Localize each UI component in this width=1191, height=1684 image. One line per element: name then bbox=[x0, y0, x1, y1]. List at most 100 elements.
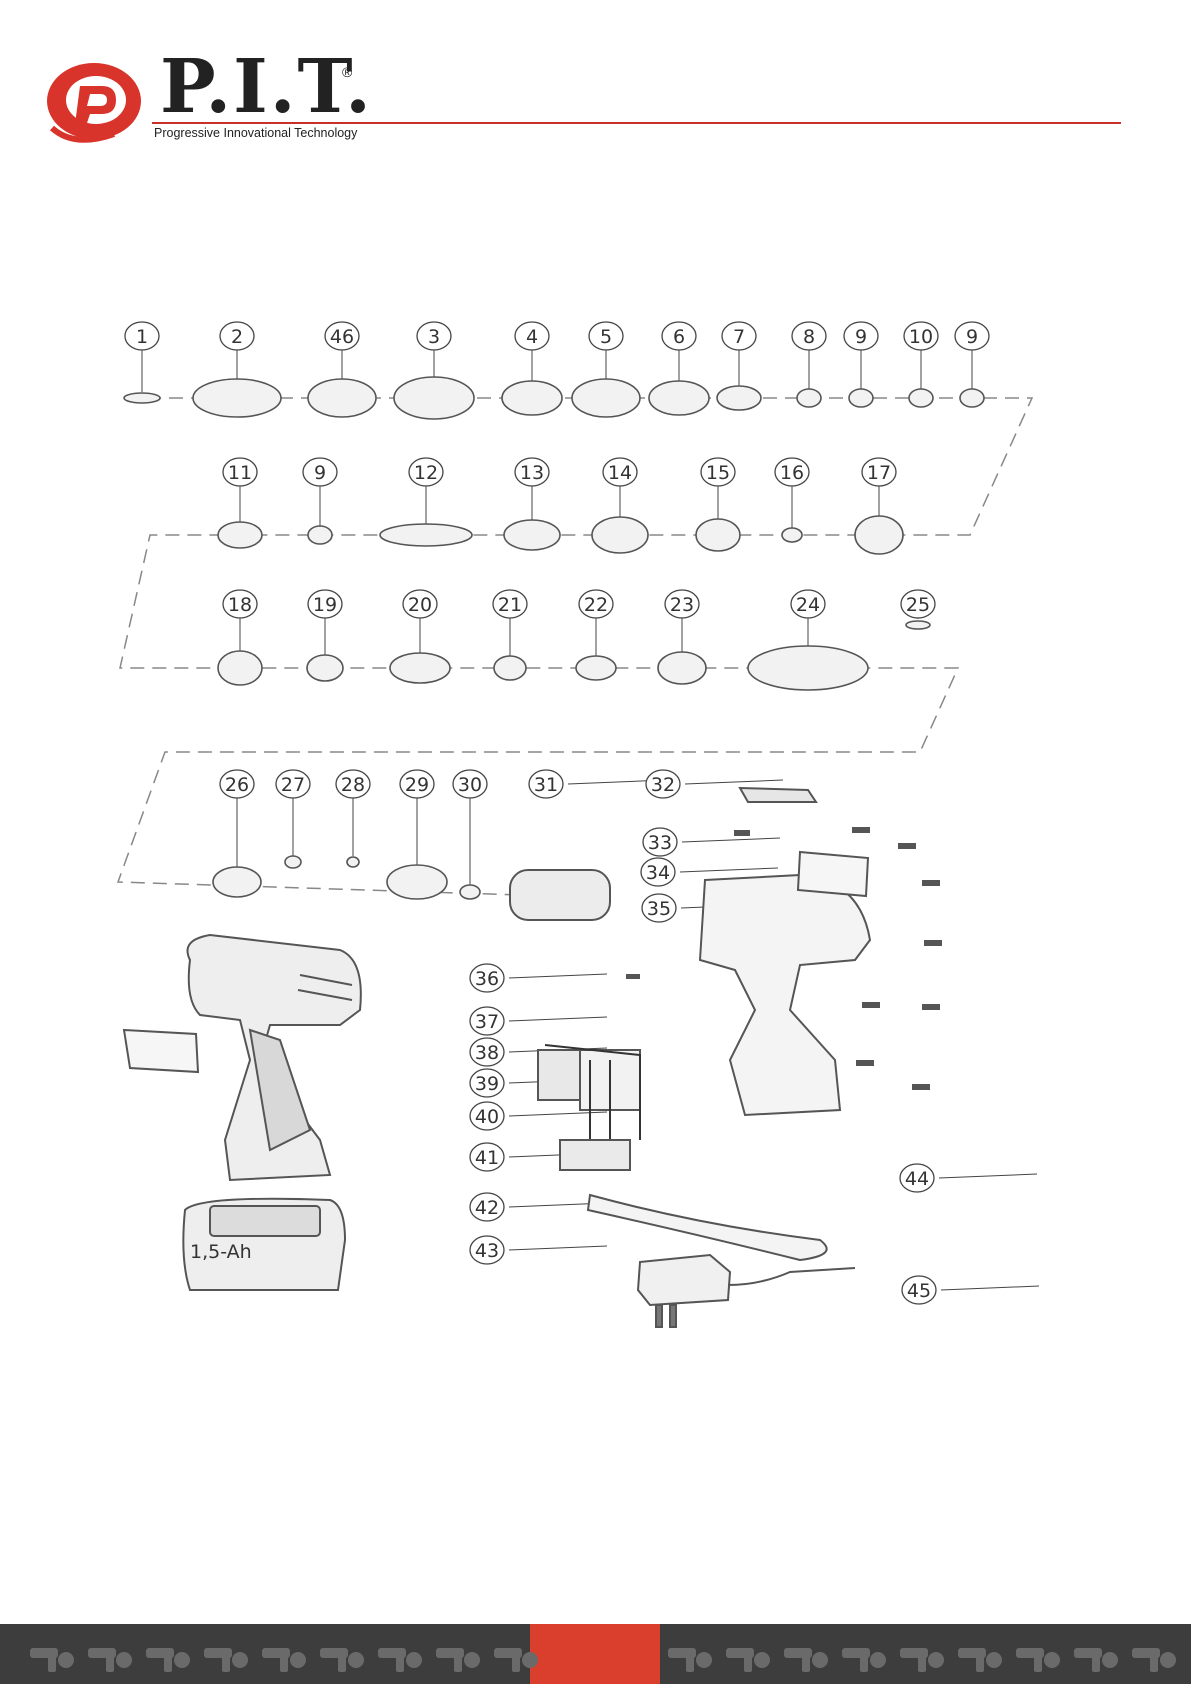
callout-4: 4 bbox=[514, 321, 550, 392]
callout-7: 7 bbox=[721, 321, 757, 392]
callout-40: 40 bbox=[469, 1101, 608, 1131]
part-number: 24 bbox=[796, 594, 820, 616]
part-number: 13 bbox=[520, 462, 544, 484]
part-9 bbox=[848, 388, 874, 408]
callout-bubble bbox=[275, 769, 311, 799]
callout-34: 34 bbox=[640, 857, 779, 887]
callout-bubble bbox=[469, 1006, 505, 1036]
brand-tagline: Progressive Innovational Technology bbox=[154, 126, 358, 140]
part-26 bbox=[212, 866, 262, 898]
part-number: 31 bbox=[534, 774, 558, 796]
part-number: 21 bbox=[498, 594, 522, 616]
callout-bubble bbox=[514, 457, 550, 487]
part-number: 3 bbox=[428, 326, 440, 348]
part-number: 35 bbox=[647, 898, 671, 920]
callout-bubble bbox=[641, 893, 677, 923]
part-number: 20 bbox=[408, 594, 432, 616]
callout-16: 16 bbox=[774, 457, 810, 529]
part-9 bbox=[959, 388, 985, 408]
callout-bubble bbox=[124, 321, 160, 351]
callout-42: 42 bbox=[469, 1192, 608, 1222]
part-number: 46 bbox=[330, 326, 354, 348]
callout-bubble bbox=[602, 457, 638, 487]
callout-17: 17 bbox=[861, 457, 897, 529]
part-number: 2 bbox=[231, 326, 243, 348]
part-number: 41 bbox=[475, 1147, 499, 1169]
callout-bubble bbox=[335, 769, 371, 799]
callout-25: 25 bbox=[900, 589, 936, 619]
callout-bubble bbox=[222, 457, 258, 487]
part-15 bbox=[695, 518, 741, 552]
tool-icon bbox=[726, 1648, 770, 1672]
pit-logo-icon bbox=[47, 63, 141, 143]
tool-icon bbox=[30, 1648, 74, 1672]
callout-1: 1 bbox=[124, 321, 160, 392]
tool-icon bbox=[842, 1648, 886, 1672]
part-number: 27 bbox=[281, 774, 305, 796]
part-30 bbox=[459, 884, 481, 900]
callout-bubble bbox=[642, 827, 678, 857]
part-number: 44 bbox=[905, 1168, 929, 1190]
tool-icon bbox=[958, 1648, 1002, 1672]
callout-bubble bbox=[661, 321, 697, 351]
callout-20: 20 bbox=[402, 589, 438, 662]
callout-bubble bbox=[469, 963, 505, 993]
callout-bubble bbox=[416, 321, 452, 351]
callout-bubble bbox=[399, 769, 435, 799]
part-5 bbox=[571, 378, 641, 418]
callout-bubble bbox=[408, 457, 444, 487]
part-number: 37 bbox=[475, 1011, 499, 1033]
part-number: 34 bbox=[646, 862, 670, 884]
part-46 bbox=[307, 378, 377, 418]
part-number: 5 bbox=[600, 326, 612, 348]
callout-bubble bbox=[514, 321, 550, 351]
part-number: 22 bbox=[584, 594, 608, 616]
callout-37: 37 bbox=[469, 1006, 608, 1036]
assembly-guide-line bbox=[116, 397, 1034, 896]
tool-icon bbox=[204, 1648, 248, 1672]
callout-19: 19 bbox=[307, 589, 343, 662]
part-2 bbox=[192, 378, 282, 418]
callout-23: 23 bbox=[664, 589, 700, 662]
part-number: 17 bbox=[867, 462, 891, 484]
callout-bubble bbox=[528, 769, 564, 799]
part-17 bbox=[854, 515, 904, 555]
part-number: 42 bbox=[475, 1197, 499, 1219]
part-number: 19 bbox=[313, 594, 337, 616]
callout-11: 11 bbox=[222, 457, 258, 529]
callout-bubble bbox=[469, 1068, 505, 1098]
part-8 bbox=[796, 388, 822, 408]
part-27 bbox=[284, 855, 302, 869]
footer-accent-block bbox=[530, 1624, 660, 1684]
callout-32: 32 bbox=[645, 769, 784, 799]
callout-3: 3 bbox=[416, 321, 452, 392]
callout-bubble bbox=[861, 457, 897, 487]
part-number: 39 bbox=[475, 1073, 499, 1095]
footer-tool-icons bbox=[30, 1648, 1176, 1672]
part-9 bbox=[307, 525, 333, 545]
callout-bubble bbox=[469, 1101, 505, 1131]
callout-31: 31 bbox=[528, 769, 667, 799]
part-23 bbox=[657, 651, 707, 685]
part-number: 28 bbox=[341, 774, 365, 796]
part-number: 33 bbox=[648, 832, 672, 854]
drill-housing-illustration: 1,5-Ah bbox=[122, 786, 942, 1328]
callout-bubble bbox=[469, 1192, 505, 1222]
callout-10: 10 bbox=[903, 321, 939, 392]
part-6 bbox=[648, 380, 710, 416]
tool-icon bbox=[784, 1648, 828, 1672]
part-number: 1 bbox=[136, 326, 148, 348]
part-18 bbox=[217, 650, 263, 686]
part-16 bbox=[781, 527, 803, 543]
callout-46: 46 bbox=[324, 321, 360, 392]
callout-26: 26 bbox=[219, 769, 255, 876]
callout-bubble bbox=[721, 321, 757, 351]
callout-bubble bbox=[774, 457, 810, 487]
callout-6: 6 bbox=[661, 321, 697, 392]
part-22 bbox=[575, 655, 617, 681]
callout-bubble bbox=[469, 1235, 505, 1265]
part-number: 23 bbox=[670, 594, 694, 616]
callout-bubble bbox=[402, 589, 438, 619]
callout-13: 13 bbox=[514, 457, 550, 529]
